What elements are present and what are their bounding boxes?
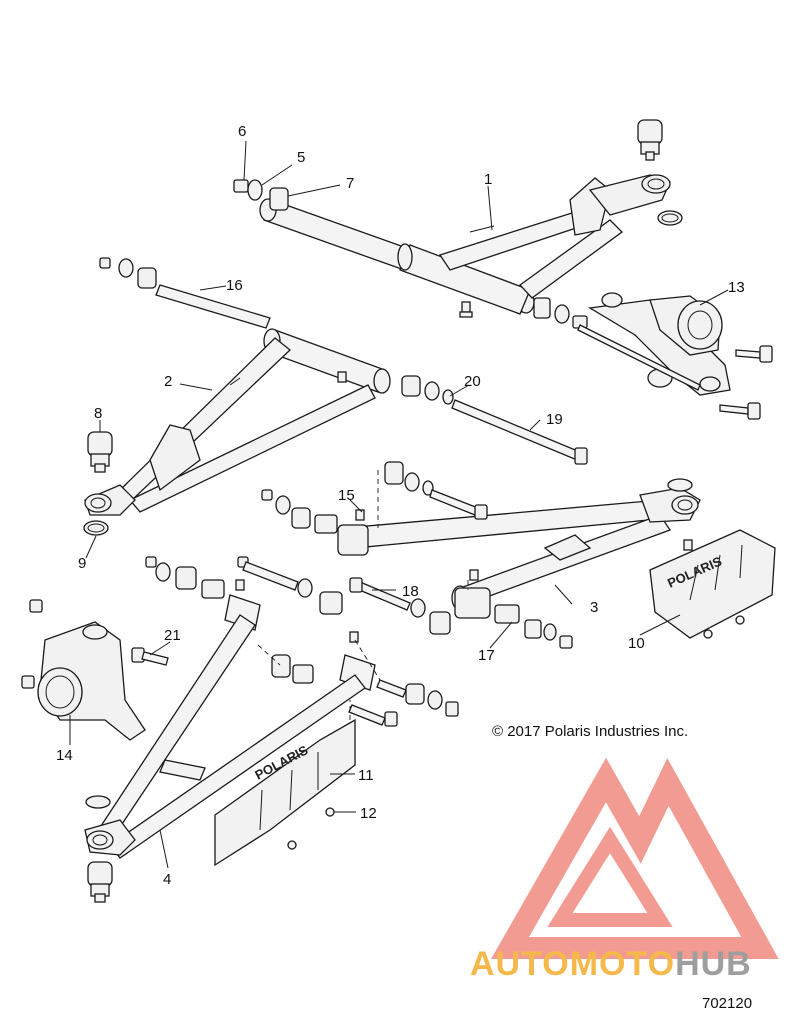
callout-17: 17 xyxy=(478,647,495,664)
lower-rear-hardware-lower xyxy=(349,577,573,649)
callout-labels: 1 2 3 4 5 6 7 8 9 10 11 12 13 14 15 16 1… xyxy=(56,123,745,888)
callout-9: 9 xyxy=(78,555,86,572)
arm-guard-rear: POLARIS xyxy=(649,529,776,639)
pivot-bolt-19 xyxy=(451,399,588,465)
callout-3: 3 xyxy=(590,599,598,616)
knuckle-bolts xyxy=(719,345,773,420)
callout-8: 8 xyxy=(94,405,102,422)
callout-19: 19 xyxy=(546,411,563,428)
bushing-hardware-upper xyxy=(233,179,588,329)
lower-a-arm-front xyxy=(84,594,376,859)
nut-14a xyxy=(29,599,43,613)
watermark-text: AUTOMOTOHUB xyxy=(470,945,752,983)
nut-14b xyxy=(21,675,35,689)
watermark-text-hub: HUB xyxy=(675,945,752,983)
lower-a-arm-rear xyxy=(337,487,701,619)
callout-2: 2 xyxy=(164,373,172,390)
bearing-carrier-front xyxy=(37,621,146,741)
grease-fitting-2 xyxy=(337,371,347,383)
callout-21: 21 xyxy=(164,627,181,644)
callout-14: 14 xyxy=(56,747,73,764)
screw-11 xyxy=(287,840,297,850)
screw-10a xyxy=(703,629,713,639)
leader-lines xyxy=(69,140,729,869)
callout-20: 20 xyxy=(464,373,481,390)
upper-a-arm-rear xyxy=(259,174,671,315)
callout-10: 10 xyxy=(628,635,645,652)
snap-ring-rear-lower xyxy=(667,478,693,492)
bushing-hardware-front xyxy=(401,375,454,405)
screw-12 xyxy=(325,807,335,817)
callout-4: 4 xyxy=(163,871,171,888)
callout-11: 11 xyxy=(358,767,374,784)
grease-fitting-4b xyxy=(349,631,359,643)
grease-fitting-10 xyxy=(683,539,693,551)
snap-ring-upper xyxy=(657,210,683,226)
upper-a-arm-front xyxy=(84,328,391,516)
snap-ring-lower xyxy=(85,795,111,809)
grease-fitting-15 xyxy=(355,509,365,521)
callout-12: 12 xyxy=(360,805,377,822)
lower-rear-hardware-upper xyxy=(261,461,488,534)
pivot-bolt-16 xyxy=(99,257,271,329)
tie-rod-bolt xyxy=(577,324,701,391)
watermark-logo xyxy=(491,757,779,959)
snap-ring-9 xyxy=(83,520,109,536)
grease-fitting-17 xyxy=(469,569,479,581)
lower-front-hardware xyxy=(145,556,459,727)
bearing-carrier-rear xyxy=(588,292,731,396)
callout-13: 13 xyxy=(728,279,745,296)
ball-joint-lower xyxy=(87,861,113,903)
callout-7: 7 xyxy=(346,175,354,192)
callout-1: 1 xyxy=(484,171,492,188)
ball-joint-8 xyxy=(87,431,113,473)
callout-15: 15 xyxy=(338,487,355,504)
alignment-lines xyxy=(257,470,469,720)
screw-10b xyxy=(735,615,745,625)
grease-fitting-1 xyxy=(459,301,473,318)
copyright-notice: © 2017 Polaris Industries Inc. xyxy=(492,723,688,740)
watermark-text-automoto: AUTOMOTO xyxy=(470,945,675,983)
bolt-21 xyxy=(131,647,169,666)
callout-6: 6 xyxy=(238,123,246,140)
ball-joint-upper xyxy=(637,119,663,161)
callout-18: 18 xyxy=(402,583,419,600)
arm-guard-front: POLARIS xyxy=(214,718,356,867)
figure-number: 702120 xyxy=(702,995,752,1012)
callout-16: 16 xyxy=(226,277,243,294)
grease-fitting-4a xyxy=(235,579,245,591)
callout-5: 5 xyxy=(297,149,305,166)
